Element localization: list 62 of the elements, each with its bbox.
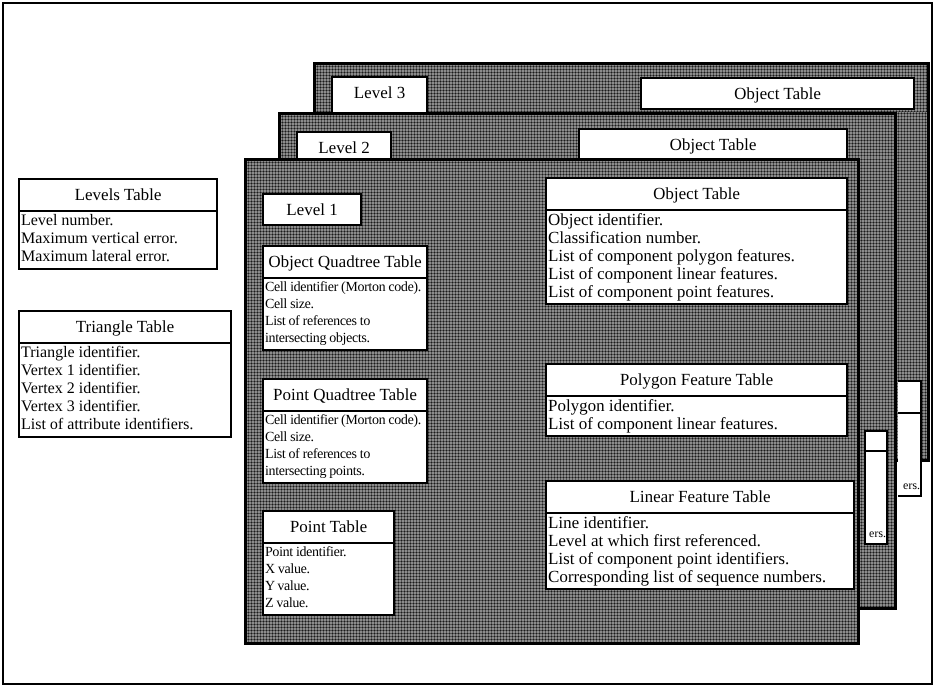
table-box [545,363,848,437]
table-box [18,310,232,438]
table-field: Cell size. [265,296,425,313]
level-box [262,193,362,226]
table-title: Object Quadtree Table [268,252,422,271]
table-field: Cell size. [265,429,425,446]
table-field: Triangle identifier. [21,344,229,362]
table-field: List of references to intersecting objects. [265,313,425,347]
table-title: Point Quadtree Table [273,385,417,404]
table-field: Object identifier. [548,211,845,229]
table-field: Point identifier. [265,544,392,561]
table-field: Maximum vertical error. [21,230,215,248]
table-box [262,378,428,484]
table-field: Cell identifier (Morton code). [265,279,425,296]
table-field: Vertex 2 identifier. [21,380,229,398]
table-box [545,480,855,590]
table-title: Level 1 [286,200,338,219]
table-title: Object Table [670,135,756,154]
level-panel [244,158,860,645]
level-panel [278,112,897,158]
table-field: Cell identifier (Morton code). [265,412,425,429]
table-field: List of component polygon features. [548,247,845,265]
table-field: List of component linear features. [548,265,845,283]
table-field: Vertex 3 identifier. [21,398,229,416]
table-field: List of attribute identifiers. [21,416,229,434]
table-title: Levels Table [74,185,162,204]
table-title: Level 3 [354,83,406,102]
table-field: Y value. [265,578,392,595]
table-title: Object Table [734,84,821,103]
table-title: Triangle Table [76,317,174,336]
table-field: Polygon identifier. [548,397,845,415]
table-field: List of component point features. [548,283,845,301]
table-field: List of component linear features. [548,415,845,433]
table-field: ers. [903,477,920,493]
table-field: Z value. [265,595,392,612]
table-box [864,430,888,545]
table-field: Level number. [21,212,215,230]
table-title: Polygon Feature Table [620,370,774,389]
level-box [640,77,915,110]
table-box [262,510,395,616]
table-title: Object Table [653,184,740,203]
table-title: Linear Feature Table [629,487,771,506]
level-box [331,76,428,112]
table-field: Level at which first referenced. [548,532,852,550]
table-box [545,177,848,305]
table-title: Level 2 [318,138,370,157]
level-box [296,131,392,158]
table-box [18,178,218,270]
table-field: Classification number. [548,229,845,247]
table-box [262,245,428,351]
table-field: ers. [869,525,886,541]
table-field: Line identifier. [548,514,852,532]
table-field: Vertex 1 identifier. [21,362,229,380]
table-field: List of references to intersecting points. [265,446,425,480]
table-field: X value. [265,561,392,578]
level-panel [313,62,930,112]
table-title: Point Table [290,517,368,536]
level-box [578,128,848,158]
table-box [898,380,922,497]
table-field: List of component point identifiers. [548,550,852,568]
table-field: Corresponding list of sequence numbers. [548,568,852,586]
table-field: Maximum lateral error. [21,248,215,266]
